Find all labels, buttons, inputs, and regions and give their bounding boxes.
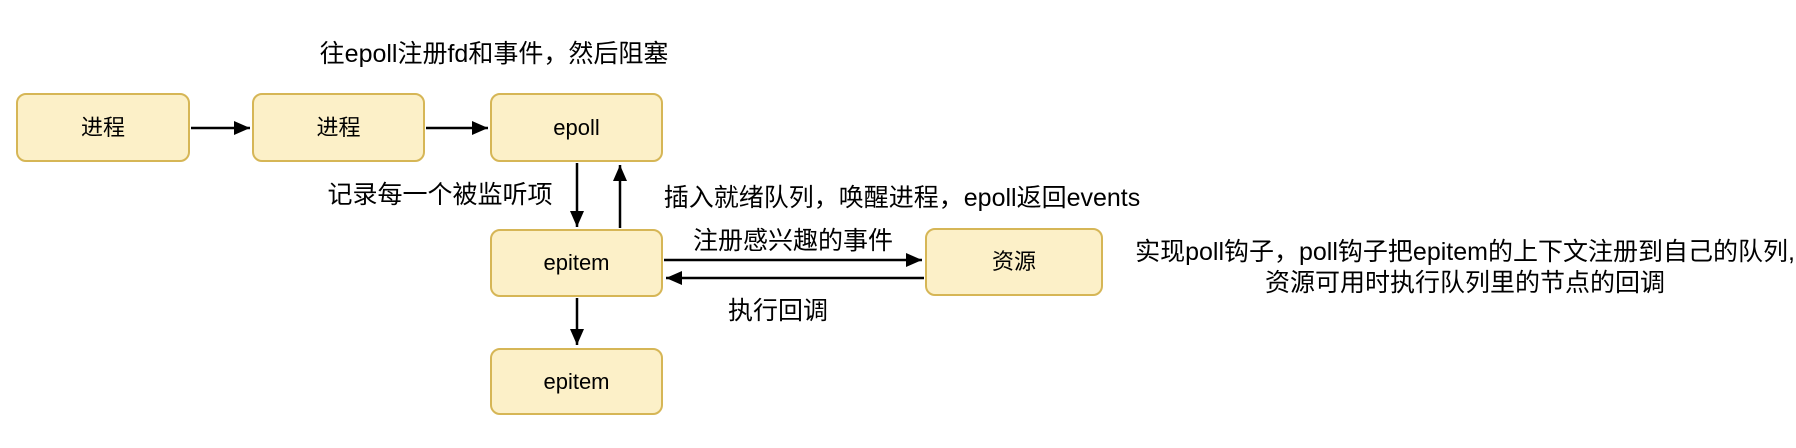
node-process-1: 进程: [16, 93, 190, 162]
node-resource-label: 资源: [991, 249, 1036, 274]
node-process-2-label: 进程: [316, 114, 361, 140]
node-epitem-2-label: epitem: [543, 368, 610, 394]
annotation-run-callback: 执行回调: [727, 297, 829, 325]
node-epitem-2: epitem: [490, 348, 663, 415]
annotation-poll-hook: 实现poll钩子，poll钩子把epitem的上下文注册到自己的队列, 资源可用…: [1125, 237, 1796, 299]
annotation-record-watch: 记录每一个被监听项: [327, 181, 553, 209]
annotation-register-interest: 注册感兴趣的事件: [692, 227, 894, 255]
node-process-2: 进程: [252, 93, 425, 162]
node-process-1-label: 进程: [80, 114, 125, 140]
annotation-ready-queue: 插入就绪队列，唤醒进程，epoll返回events: [663, 184, 1141, 212]
annotation-poll-hook-line2: 资源可用时执行队列里的节点的回调: [1264, 269, 1665, 297]
annotation-poll-hook-line1: 实现poll钩子，poll钩子把epitem的上下文注册到自己的队列,: [1135, 238, 1795, 266]
node-epoll-label: epoll: [553, 114, 600, 140]
node-epitem-1-label: epitem: [543, 250, 610, 275]
annotation-register-fd: 往epoll注册fd和事件，然后阻塞: [319, 40, 669, 68]
node-epoll: epoll: [490, 93, 663, 162]
node-epitem-1: epitem: [490, 229, 663, 297]
node-resource: 资源: [925, 228, 1103, 296]
